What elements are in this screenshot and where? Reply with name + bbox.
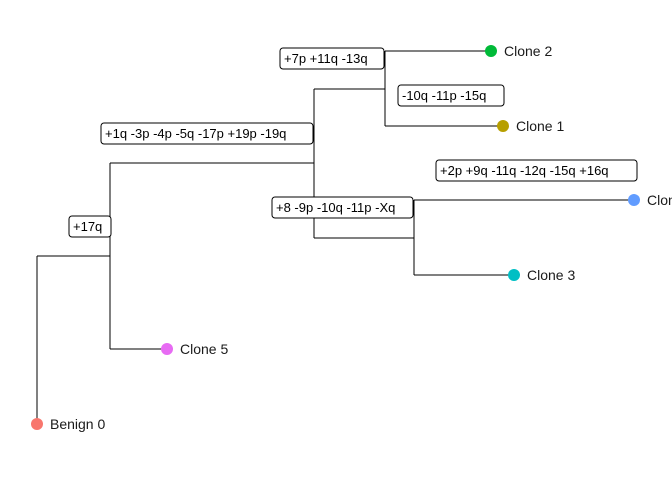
mutation-label-box: +8 -9p -10q -11p -Xq	[271, 196, 414, 219]
mutation-labels: +17q +1q -3p -4p -5q -17p +19p -19q +7p +1…	[68, 47, 638, 238]
node-label: Clone 1	[516, 118, 564, 134]
mutation-label-box: +7p +11q -13q	[279, 47, 385, 70]
mutation-label-box: -10q -11p -15q	[397, 84, 505, 107]
mutation-label-text: +17q	[73, 219, 102, 234]
mutation-label-box: +17q	[68, 215, 112, 238]
node-marker	[31, 418, 43, 430]
mutation-label-box: +2p +9q -11q -12q -15q +16q	[435, 159, 638, 182]
mutation-label-frame	[271, 196, 414, 219]
tree-node-benign0: Benign 0	[31, 416, 105, 432]
node-label: Benign 0	[50, 416, 105, 432]
mutation-label-frame	[100, 122, 314, 145]
node-marker	[508, 269, 520, 281]
node-label: Clone 5	[180, 341, 228, 357]
node-label: Clone 2	[504, 43, 552, 59]
tree-nodes: Benign 0 Clone 5 Clone 2 Clone 1 Clone 4 Clon…	[31, 43, 672, 432]
mutation-label-text: +2p +9q -11q -12q -15q +16q	[440, 163, 609, 178]
tree-node-clone4: Clone 4	[628, 192, 672, 208]
tree-node-clone3: Clone 3	[508, 267, 575, 283]
node-marker	[161, 343, 173, 355]
mutation-label-frame	[397, 84, 505, 107]
mutation-label-box: +1q -3p -4p -5q -17p +19p -19q	[100, 122, 314, 145]
tree-node-clone5: Clone 5	[161, 341, 228, 357]
node-label: Clone 4	[647, 192, 672, 208]
tree-node-clone1: Clone 1	[497, 118, 564, 134]
tree-edges	[36, 50, 634, 424]
node-marker	[497, 120, 509, 132]
mutation-label-text: +7p +11q -13q	[284, 51, 368, 66]
mutation-label-text: +1q -3p -4p -5q -17p +19p -19q	[105, 126, 286, 141]
mutation-label-frame	[435, 159, 638, 182]
mutation-label-text: -10q -11p -15q	[402, 88, 486, 103]
tree-node-clone2: Clone 2	[485, 43, 552, 59]
node-marker	[485, 45, 497, 57]
node-label: Clone 3	[527, 267, 575, 283]
mutation-label-frame	[279, 47, 385, 70]
mutation-label-frame	[68, 215, 112, 238]
node-marker	[628, 194, 640, 206]
mutation-label-text: +8 -9p -10q -11p -Xq	[276, 200, 395, 215]
